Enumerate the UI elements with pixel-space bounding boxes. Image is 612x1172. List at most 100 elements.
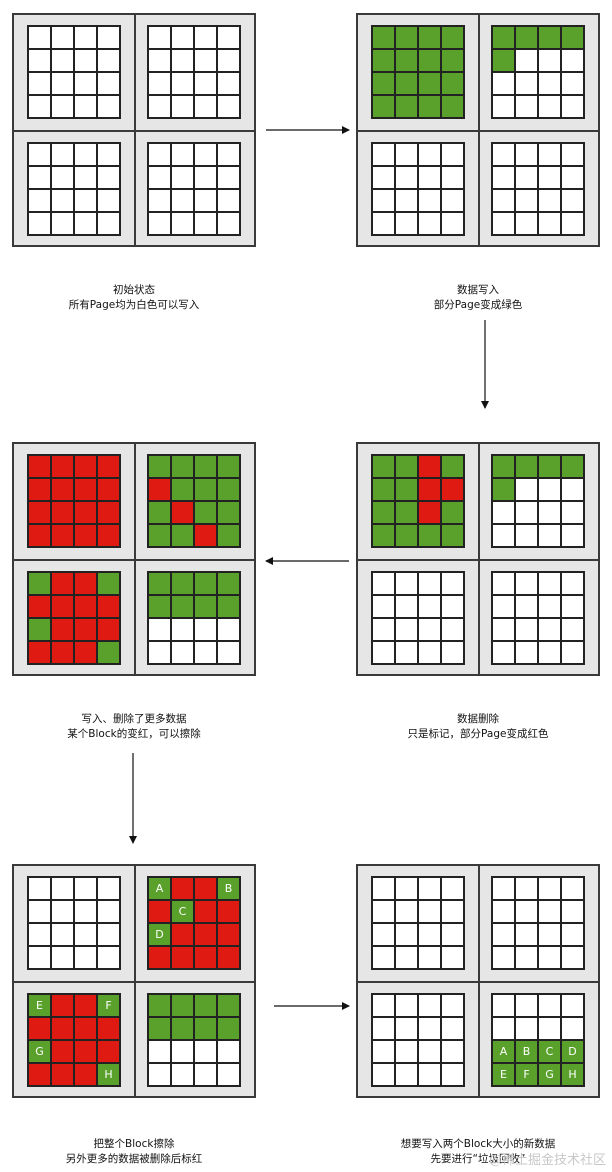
- caption-line: 先要进行“垃圾回收”: [430, 1153, 526, 1165]
- page-cell: [97, 923, 120, 946]
- page-cell: [538, 641, 561, 664]
- page-cell: [97, 641, 120, 664]
- page-cell: [171, 877, 194, 900]
- page-cell: [561, 143, 584, 166]
- page-cell: [395, 166, 418, 189]
- page-cell: [441, 72, 464, 95]
- page-cell: [372, 595, 395, 618]
- page-cell: [194, 166, 217, 189]
- block: [27, 876, 121, 970]
- page-cell: [492, 478, 515, 501]
- page-cell: [51, 1040, 74, 1063]
- page-cell: [97, 595, 120, 618]
- page-cell: E: [492, 1063, 515, 1086]
- page-cell: [418, 877, 441, 900]
- page-cell: [492, 994, 515, 1017]
- page-cell: [217, 524, 240, 547]
- page-cell: [171, 49, 194, 72]
- page-cell: E: [28, 994, 51, 1017]
- page-cell: [561, 478, 584, 501]
- page-cell: [148, 455, 171, 478]
- page-cell: [51, 143, 74, 166]
- page-cell: [395, 455, 418, 478]
- page-cell: [538, 49, 561, 72]
- page-cell: [51, 641, 74, 664]
- page-cell: [74, 212, 97, 235]
- caption-line: 只是标记，部分Page变成红色: [407, 728, 549, 740]
- page-cell: [74, 877, 97, 900]
- block: [491, 454, 585, 548]
- page-cell: [418, 143, 441, 166]
- page-cell: [74, 455, 97, 478]
- page-cell: F: [515, 1063, 538, 1086]
- page-cell: [217, 95, 240, 118]
- page-cell: [372, 900, 395, 923]
- page-cell: [395, 1040, 418, 1063]
- block: [371, 876, 465, 970]
- page-cell: [194, 1040, 217, 1063]
- page-cell: [148, 524, 171, 547]
- page-cell: [97, 501, 120, 524]
- block: [371, 142, 465, 236]
- page-cell: [395, 618, 418, 641]
- page-cell: [51, 877, 74, 900]
- page-cell: [418, 923, 441, 946]
- page-cell: [51, 189, 74, 212]
- page-cell: [372, 641, 395, 664]
- page-cell: [372, 923, 395, 946]
- page-cell: [372, 994, 395, 1017]
- page-cell: [441, 1040, 464, 1063]
- block: [491, 571, 585, 665]
- caption-line: 初始状态: [113, 284, 155, 296]
- page-cell: [148, 95, 171, 118]
- page-cell: [372, 501, 395, 524]
- page-cell: [492, 641, 515, 664]
- page-cell: [217, 595, 240, 618]
- page-cell: [538, 1017, 561, 1040]
- page-cell: [515, 26, 538, 49]
- page-cell: [171, 143, 194, 166]
- page-cell: [171, 501, 194, 524]
- page-cell: [51, 72, 74, 95]
- block: [491, 25, 585, 119]
- page-cell: [561, 166, 584, 189]
- page-cell: [395, 189, 418, 212]
- page-cell: [51, 923, 74, 946]
- page-cell: [194, 572, 217, 595]
- page-cell: [515, 946, 538, 969]
- page-cell: [74, 1063, 97, 1086]
- page-cell: [28, 641, 51, 664]
- page-cell: H: [97, 1063, 120, 1086]
- page-cell: [97, 189, 120, 212]
- page-cell: [97, 1017, 120, 1040]
- page-cell: [148, 72, 171, 95]
- page-cell: [74, 501, 97, 524]
- page-cell: [561, 923, 584, 946]
- page-cell: H: [561, 1063, 584, 1086]
- page-cell: [441, 524, 464, 547]
- page-cell: [395, 877, 418, 900]
- page-cell: [194, 994, 217, 1017]
- page-cell: [538, 900, 561, 923]
- page-cell: [51, 1063, 74, 1086]
- page-cell: [51, 212, 74, 235]
- chip-stage-4: [356, 442, 600, 676]
- page-cell: [418, 189, 441, 212]
- page-cell: [28, 618, 51, 641]
- page-cell: [561, 572, 584, 595]
- block: [371, 25, 465, 119]
- page-cell: [418, 994, 441, 1017]
- page-cell: [28, 49, 51, 72]
- page-cell: [492, 189, 515, 212]
- page-cell: [97, 572, 120, 595]
- caption-stage-3: 写入、删除了更多数据 某个Block的变红，可以擦除: [4, 712, 264, 742]
- page-cell: [51, 900, 74, 923]
- page-cell: [171, 212, 194, 235]
- page-cell: [372, 877, 395, 900]
- page-cell: [441, 994, 464, 1017]
- page-cell: [74, 524, 97, 547]
- page-cell: B: [217, 877, 240, 900]
- page-cell: [217, 946, 240, 969]
